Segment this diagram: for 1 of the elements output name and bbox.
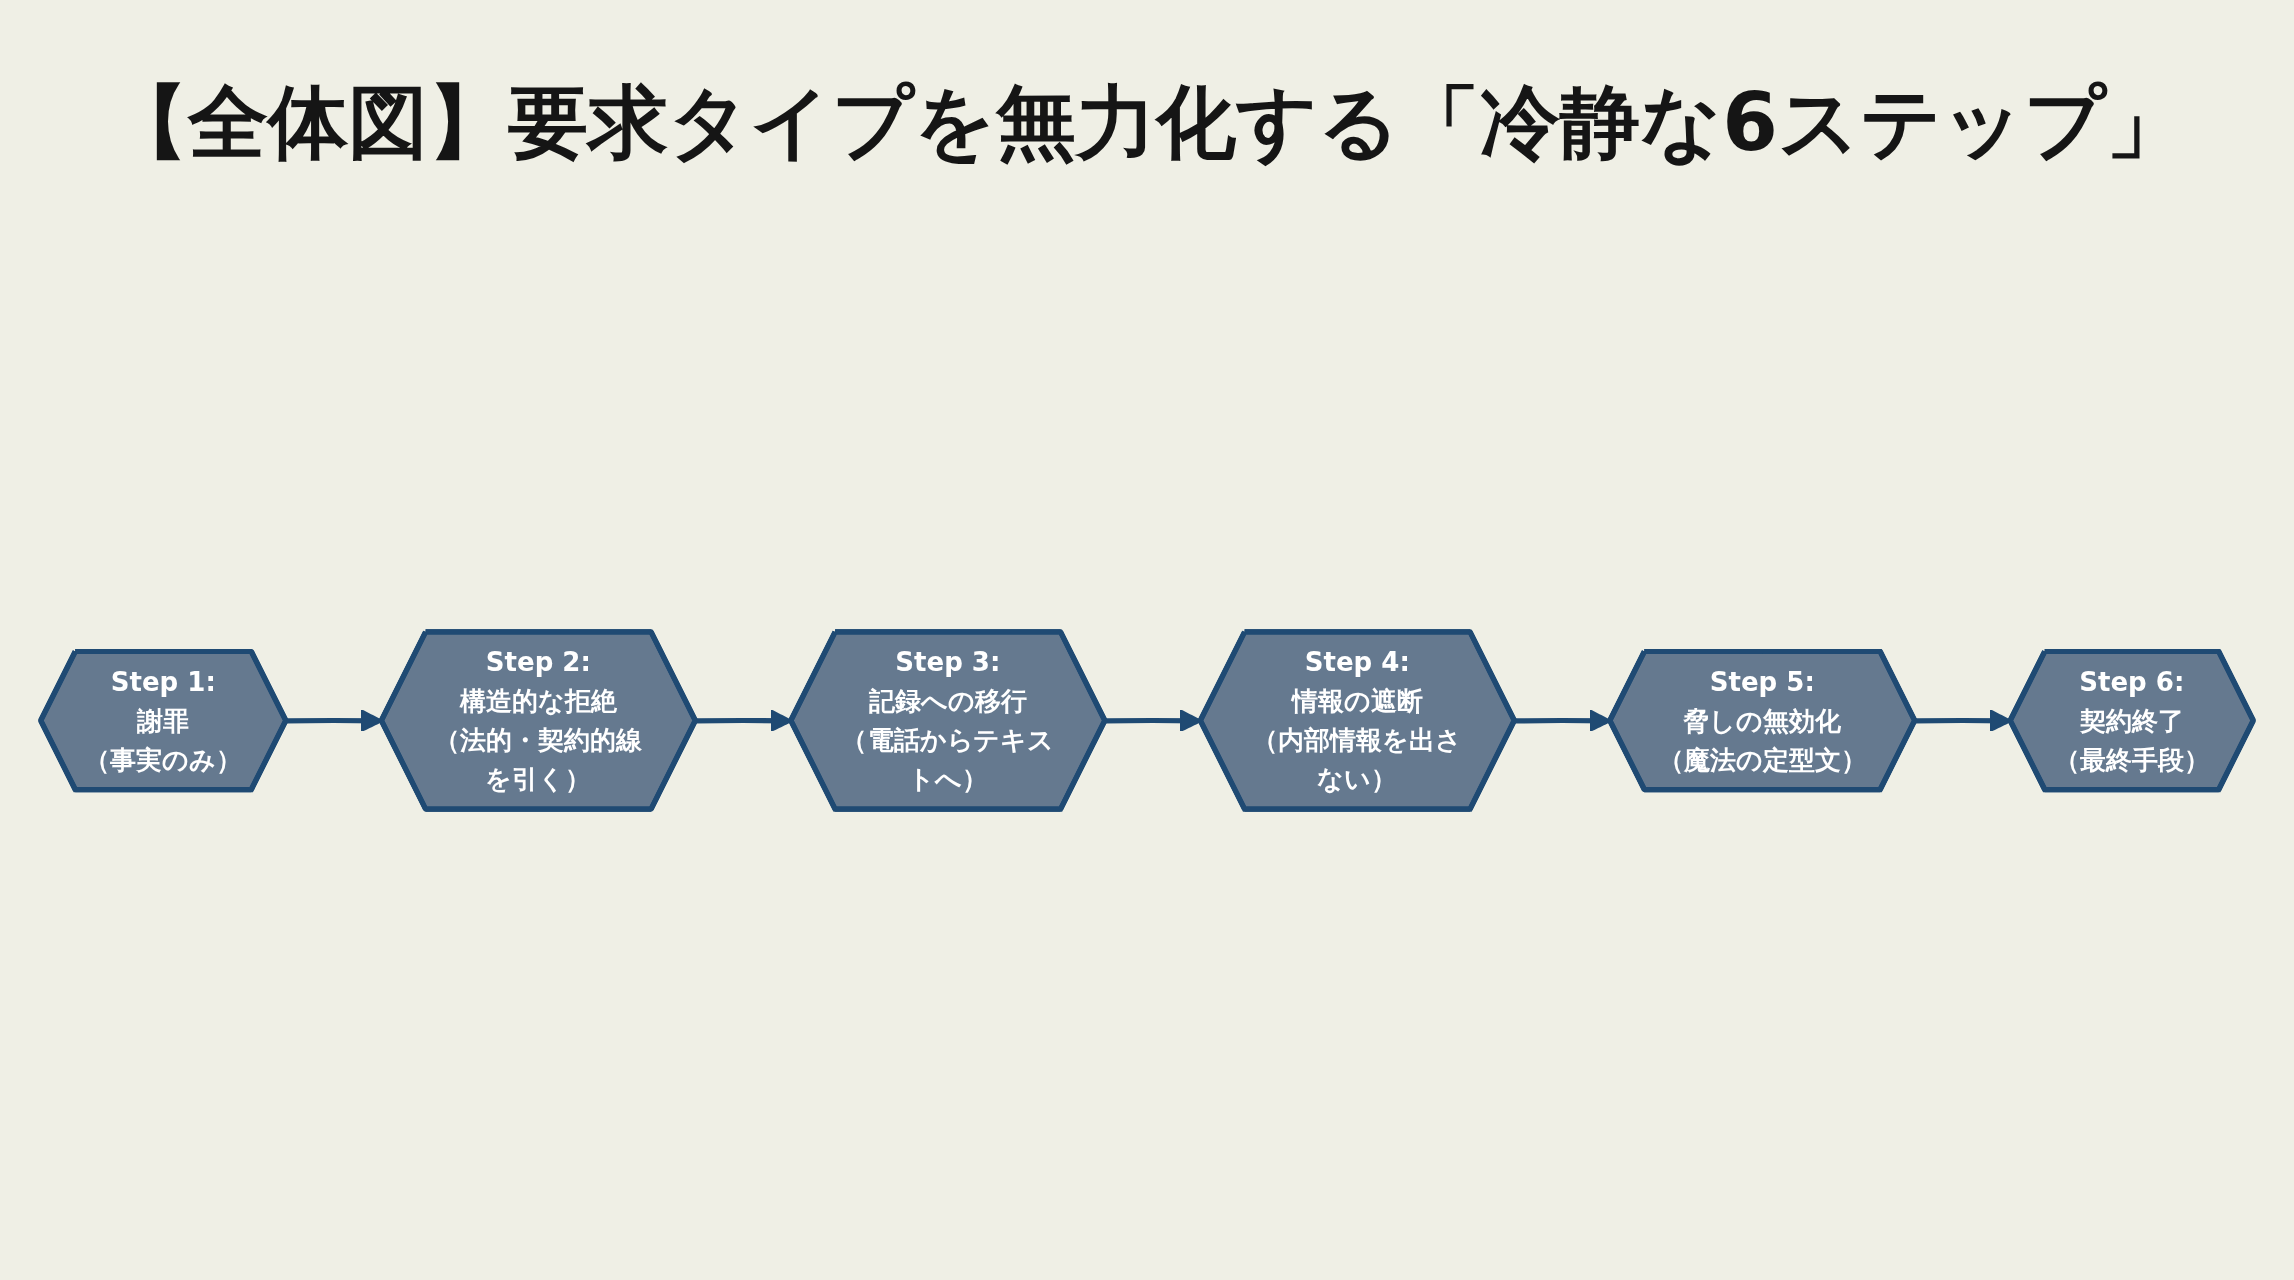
title: 【全体図】要求タイプを無力化する「冷静な6ステップ」 [108,75,2186,171]
